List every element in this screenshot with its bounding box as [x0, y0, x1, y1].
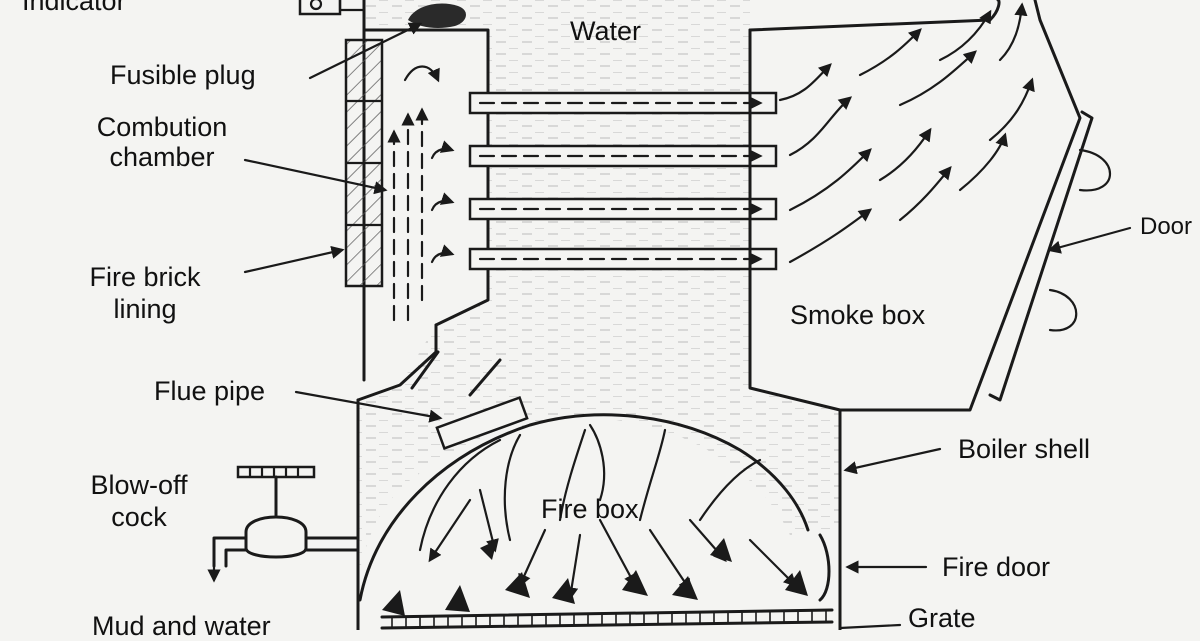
combustion-gas-arrows: [387, 65, 455, 322]
leader-lines: [243, 22, 1132, 630]
grate: [380, 608, 834, 630]
flue-pipe: [410, 323, 529, 450]
fusible-plug: [408, 3, 466, 28]
label-combustion-chamber-line2: chamber: [109, 142, 215, 172]
label-mud-water: Mud and water: [92, 611, 271, 641]
label-fire-brick-line2: lining: [113, 294, 177, 324]
smoke-flow-arrows: [778, 2, 1035, 264]
fire-box-dome: [358, 413, 810, 602]
water-region: [358, 0, 840, 580]
label-flue-pipe: Flue pipe: [154, 376, 266, 406]
label-blow-off-line1: Blow-off: [90, 470, 188, 500]
label-door: Door: [1140, 213, 1193, 240]
fire-door: [818, 533, 831, 602]
label-smoke-box: Smoke box: [790, 300, 926, 330]
label-fire-brick-line1: Fire brick: [89, 262, 201, 292]
label-grate: Grate: [908, 603, 976, 633]
fire-flames: [382, 423, 808, 616]
smoke-box-outline: [748, 0, 1082, 412]
smoke-tubes: [468, 91, 778, 271]
label-blow-off-line2: cock: [111, 502, 167, 532]
label-fire-box: Fire box: [541, 494, 639, 524]
label-boiler-shell: Boiler shell: [958, 434, 1091, 464]
label-fire-door: Fire door: [942, 552, 1051, 582]
blow-off-cock: [207, 465, 360, 583]
label-fusible-plug: Fusible plug: [110, 60, 256, 90]
indicator-fitting: [298, 0, 366, 16]
label-indicator: Indicator: [22, 0, 126, 16]
door: [988, 110, 1111, 402]
label-combustion-chamber-line1: Combution: [96, 112, 228, 142]
boiler-shell: [356, 398, 842, 632]
label-water: Water: [570, 16, 642, 46]
